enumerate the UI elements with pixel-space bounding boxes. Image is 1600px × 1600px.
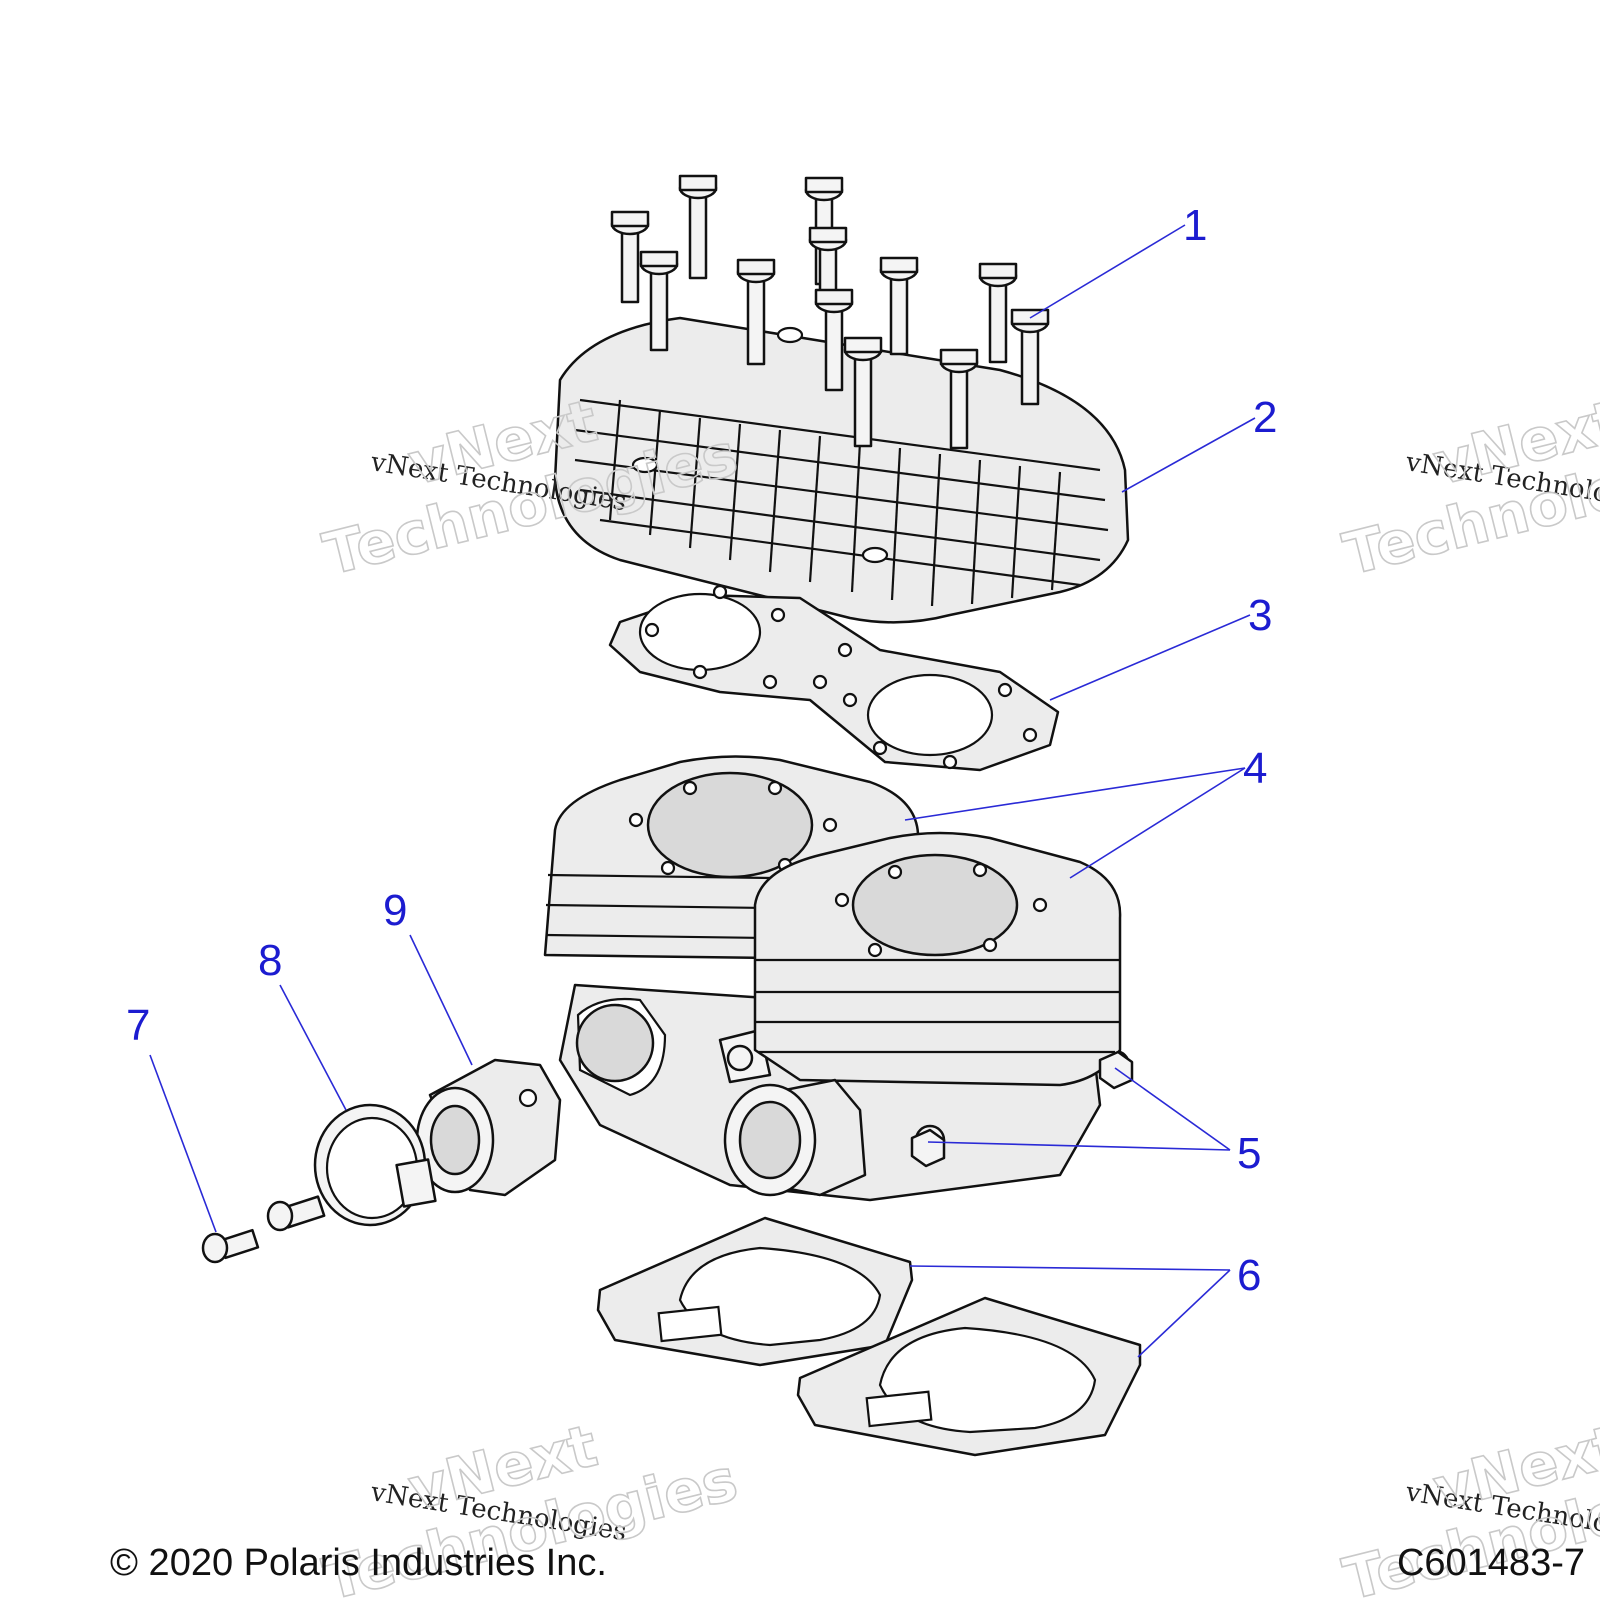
callout-4[interactable]: 4: [1243, 744, 1267, 793]
callout-1[interactable]: 1: [1183, 201, 1207, 250]
figure-code: C601483-7: [1397, 1542, 1585, 1584]
head-bolts: [610, 174, 1050, 450]
base-gasket-rear: [596, 1216, 914, 1367]
head-gasket: [608, 584, 1060, 772]
copyright-text: © 2020 Polaris Industries Inc.: [110, 1542, 607, 1584]
callouts: 1 2 3 4 5 6 7 8 9: [126, 201, 1277, 1300]
callout-8[interactable]: 8: [258, 936, 282, 985]
callout-3[interactable]: 3: [1248, 591, 1272, 640]
hose-clamp: [313, 1103, 437, 1227]
callout-5[interactable]: 5: [1237, 1129, 1261, 1178]
cap-screws: [201, 1195, 326, 1264]
leader-lines: [149, 224, 1256, 1358]
cylinder-head: [553, 316, 1130, 624]
callout-9[interactable]: 9: [383, 886, 407, 935]
callout-7[interactable]: 7: [126, 1001, 150, 1050]
callout-6[interactable]: 6: [1237, 1251, 1261, 1300]
intake-adapter: [415, 1058, 562, 1197]
nuts: [910, 1050, 1134, 1168]
callout-2[interactable]: 2: [1253, 393, 1277, 442]
base-gasket-front: [796, 1296, 1142, 1457]
cylinder-front: [753, 831, 1122, 1087]
cylinder-intake-port: [723, 1078, 867, 1197]
